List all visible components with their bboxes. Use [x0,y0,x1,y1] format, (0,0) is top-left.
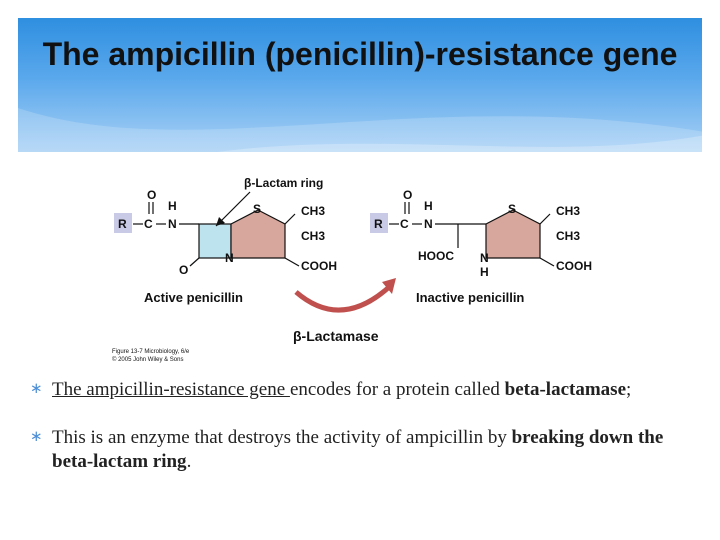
cooh-inactive: COOH [556,259,592,273]
ring-h-inactive: H [480,265,489,279]
bullet-text: This is an enzyme that destroys the acti… [52,427,512,448]
amide-n-inactive: N [424,217,433,231]
ch3-bottom-inactive: CH3 [556,229,580,243]
r-group-label-inactive: R [374,217,383,231]
bullet-tail: ; [626,379,632,400]
ring-n-inactive: N [480,251,489,265]
figure-credit-line1: Figure 13-7 Microbiology, 6/e [112,349,190,355]
inactive-penicillin-label: Inactive penicillin [416,290,524,305]
active-penicillin-label: Active penicillin [144,290,243,305]
ch3-bottom: CH3 [301,229,325,243]
ring-n: N [225,251,234,265]
beta-lactam-ring [198,223,232,259]
ring-s-inactive: S [508,202,516,216]
reaction-arrow [294,286,390,313]
bullet-item-enzyme: ∗ This is an enzyme that destroys the ac… [30,426,690,474]
bullet-bold-text: beta-lactamase [504,379,627,400]
thiazolidine-ring-inactive [485,209,541,259]
bullet-underlined-text: The ampicillin-resistance gene [52,379,290,400]
penicillin-figure: R C O N H S N O CH3 CH3 COOH β-Lactam ri… [100,170,600,370]
amide-h: H [168,199,177,213]
beta-lactamase-label: β-Lactamase [293,328,379,344]
beta-lactam-ring-label: β-Lactam ring [244,176,323,190]
bullet-marker-icon: ∗ [30,429,43,445]
amide-h-inactive: H [424,199,433,213]
thiazolidine-ring [230,209,286,259]
ring-s: S [253,202,261,216]
amide-n: N [168,217,177,231]
carbonyl-o: O [147,188,156,202]
bullet-item-resistance-gene: ∗ The ampicillin-resistance gene encodes… [30,378,690,402]
banner-wave [18,108,702,152]
r-group-label: R [118,217,127,231]
bullet-text: encodes for a protein called [289,379,505,400]
r-group-box [114,213,132,233]
cooh-active: COOH [301,259,337,273]
title-banner [18,18,702,152]
ch3-top: CH3 [301,204,325,218]
lactam-o: O [179,263,188,277]
hooc-inactive: HOOC [418,249,454,263]
bullet-marker-icon: ∗ [30,381,43,397]
r-group-box-inactive [370,213,388,233]
carbonyl-c-inactive: C [400,217,409,231]
bullet-bold-text: breaking down the beta-lactam ring [52,427,664,472]
carbonyl-o-inactive: O [403,188,412,202]
ch3-top-inactive: CH3 [556,204,580,218]
bullet-list: ∗ The ampicillin-resistance gene encodes… [30,378,690,474]
slide-title: The ampicillin (penicillin)-resistance g… [42,36,678,72]
bullet-tail: . [186,451,192,472]
figure-credit-line2: © 2005 John Wiley & Sons [112,356,183,363]
carbonyl-c: C [144,217,153,231]
